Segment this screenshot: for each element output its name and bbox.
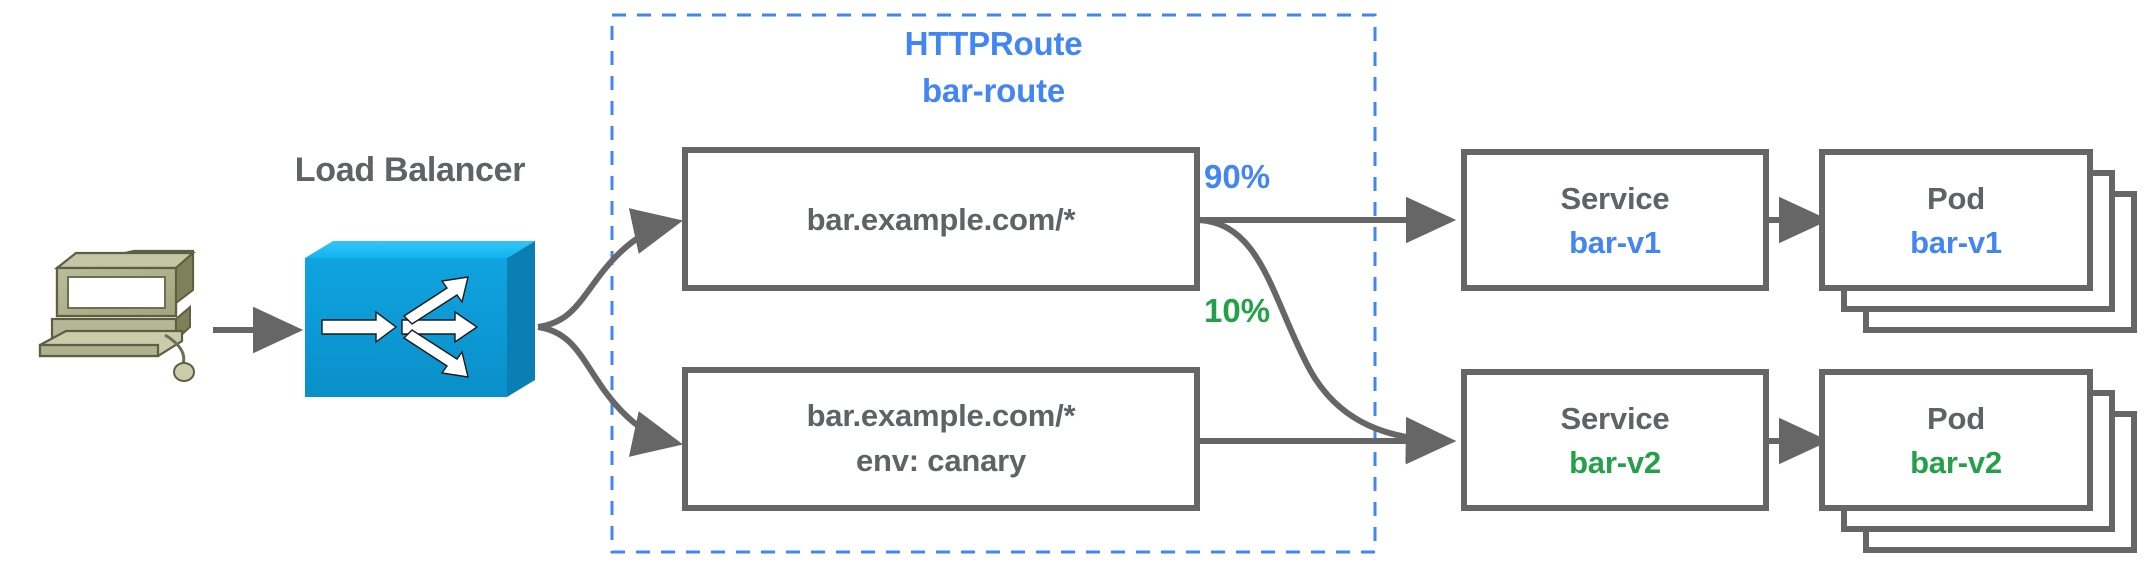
load-balancer-switch-icon: [305, 241, 535, 397]
service-box-v1[interactable]: [1461, 149, 1769, 291]
pod-stack-v2[interactable]: [1819, 369, 2137, 553]
pod-box-v1[interactable]: [1819, 149, 2093, 291]
pod-v2-kind-label: Pod: [1927, 401, 1985, 436]
pod-box-v2[interactable]: [1819, 369, 2093, 511]
arrow-lb-to-rule-canary: [537, 324, 684, 457]
rule-canary-match-line-2: env: canary: [855, 443, 1027, 478]
service-v1-name-label: bar-v1: [1569, 225, 1661, 260]
rule-canary-match-line-1: bar.example.com/*: [806, 398, 1076, 433]
httproute-name-label: bar-route: [921, 72, 1066, 109]
rule-box-canary[interactable]: [682, 367, 1200, 511]
pod-v1-kind-label: Pod: [1927, 181, 1985, 216]
pod-stack-v1[interactable]: [1819, 149, 2137, 333]
arrow-lb-to-rule-primary: [537, 208, 684, 330]
service-v2-name-label: bar-v2: [1569, 445, 1661, 480]
computer-icon: [38, 249, 196, 382]
arrow-rule-primary-to-service-v2: [1196, 217, 1457, 464]
httproute-kind-label: HTTPRoute: [904, 25, 1083, 62]
rule-primary-match-line-1: bar.example.com/*: [806, 202, 1076, 237]
rule-box-primary[interactable]: [682, 147, 1200, 291]
load-balancer-label: Load Balancer: [294, 151, 526, 189]
weight-label-primary: 90%: [1204, 158, 1271, 195]
service-box-v2[interactable]: [1461, 369, 1769, 511]
service-v2-kind-label: Service: [1560, 401, 1670, 436]
service-v1-kind-label: Service: [1560, 181, 1670, 216]
pod-v1-name-label: bar-v1: [1910, 225, 2002, 260]
httproute-boundary: [610, 13, 1377, 554]
weight-label-canary: 10%: [1204, 292, 1271, 329]
pod-v2-name-label: bar-v2: [1910, 445, 2002, 480]
